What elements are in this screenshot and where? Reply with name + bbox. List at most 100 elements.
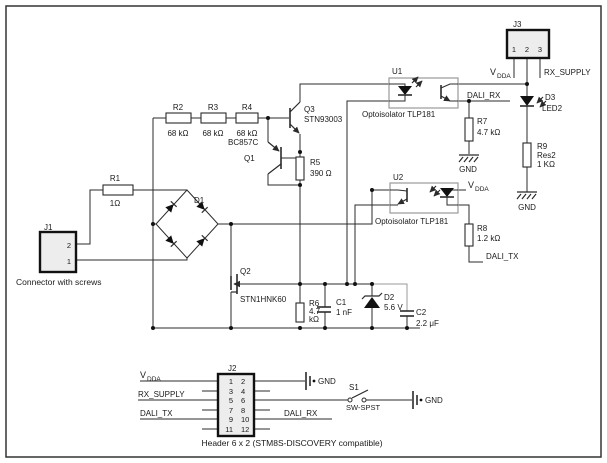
resistor-r3: R3 68 kΩ — [200, 103, 227, 138]
capacitor-c2: C2 2.2 μF — [400, 308, 439, 328]
transistor-q3: Q3 STN93003 — [289, 101, 343, 134]
j2-pin-10: 10 — [241, 415, 249, 424]
j2-pin-4: 4 — [241, 387, 245, 396]
c2-ref: C2 — [416, 308, 427, 317]
q3-ref: Q3 — [304, 105, 315, 114]
r8-ref: R8 — [477, 224, 488, 233]
resistor-r8: R8 1.2 kΩ — [464, 223, 500, 247]
vdda-label-j3: V DDA — [490, 67, 511, 80]
c1-ref: C1 — [336, 298, 347, 307]
gnd-label-r7: GND — [459, 165, 477, 174]
q2-part: STN1HNK60 — [240, 295, 287, 304]
diode-d2: D2 5.6 V — [361, 292, 403, 312]
u2-ref: U2 — [393, 173, 404, 182]
j2-ref: J2 — [228, 364, 237, 373]
j2-pin-3: 3 — [229, 387, 233, 396]
j1-pin-2: 2 — [67, 241, 71, 250]
j2-pin-12: 12 — [241, 425, 249, 434]
transistor-q2: Q2 STN1HNK60 — [230, 267, 287, 304]
resistor-r2: R2 68 kΩ — [165, 103, 192, 138]
q1-part: BC857C — [228, 138, 258, 147]
j3-pin-2: 2 — [525, 45, 529, 54]
resistor-r7: R7 4.7 kΩ — [464, 117, 500, 142]
transistor-q1: BC857C Q1 — [228, 138, 282, 175]
j2-pin-1: 1 — [229, 377, 233, 386]
gnd-symbol-r7: GND — [458, 154, 479, 174]
u1-label: Optoisolator TLP181 — [362, 110, 436, 119]
j2-pin-5: 5 — [229, 396, 233, 405]
j3-ref: J3 — [513, 20, 522, 29]
connector-j3: J3 1 2 3 — [505, 20, 551, 60]
dali-rx-label-u1: DALI_RX — [467, 91, 501, 100]
optoisolator-u2: U2 Optoisolator TLP181 — [375, 173, 459, 226]
s1-ref: S1 — [349, 383, 359, 392]
rx-supply-label-j2: RX_SUPPLY — [138, 390, 185, 399]
resistor-r1: R1 1Ω — [102, 174, 134, 208]
j2-pin-11: 11 — [225, 425, 233, 434]
u2-label: Optoisolator TLP181 — [375, 217, 449, 226]
r9-ref: R9 — [537, 142, 548, 151]
j1-pin-1: 1 — [67, 257, 71, 266]
svg-text:V: V — [468, 180, 474, 190]
q2-ref: Q2 — [240, 267, 251, 276]
r4-ref: R4 — [242, 103, 253, 112]
r1-ref: R1 — [110, 174, 121, 183]
resistor-r6: R6 4.7 kΩ — [295, 299, 321, 324]
j1-body — [38, 230, 78, 274]
j2-pin-9: 9 — [229, 415, 233, 424]
svg-text:DDA: DDA — [497, 73, 511, 80]
gnd-label-s1: GND — [425, 396, 443, 405]
bridge-rectifier-d1: D1 — [155, 189, 219, 259]
j1-ref: J1 — [44, 223, 53, 232]
r1-value: 1Ω — [110, 199, 120, 208]
c2-value: 2.2 μF — [416, 319, 439, 328]
vdda-label-j2: V DDA — [140, 370, 161, 383]
r9-type: Res2 — [537, 151, 556, 160]
r7-ref: R7 — [477, 117, 488, 126]
switch-s1: S1 SW-SPST — [346, 383, 380, 412]
rx-supply-label-j3: RX_SUPPLY — [544, 68, 591, 77]
q3-part: STN93003 — [304, 115, 343, 124]
j2-body — [216, 372, 256, 438]
svg-text:V: V — [490, 67, 496, 77]
gnd-label-r9: GND — [518, 203, 536, 212]
d2-value: 5.6 V — [384, 303, 403, 312]
page-border — [5, 5, 602, 458]
gnd-symbol-j2: GND — [305, 372, 336, 390]
s1-type: SW-SPST — [346, 403, 380, 412]
r2-value: 68 kΩ — [167, 129, 188, 138]
j2-pin-7: 7 — [229, 406, 233, 415]
d3-type: LED2 — [542, 104, 563, 113]
j2-pin-2: 2 — [241, 377, 245, 386]
r3-ref: R3 — [208, 103, 219, 112]
u1-ref: U1 — [392, 67, 403, 76]
diode-d3-led: D3 LED2 — [520, 93, 563, 113]
connector-j2: J2 1 3 5 7 9 11 2 4 6 8 10 12 Header 6 x… — [201, 364, 382, 448]
svg-text:DDA: DDA — [147, 376, 161, 383]
r4-value: 68 kΩ — [236, 129, 257, 138]
q1-ref: Q1 — [244, 154, 255, 163]
vdda-label-u2: V DDA — [468, 180, 489, 193]
d2-ref: D2 — [384, 293, 395, 302]
d3-ref: D3 — [545, 93, 556, 102]
r9-value: 1 KΩ — [537, 160, 555, 169]
resistor-r5: R5 390 Ω — [295, 156, 332, 181]
gnd-symbol-s1: GND — [412, 391, 443, 409]
svg-text:V: V — [140, 370, 146, 380]
j3-pin-1: 1 — [512, 45, 516, 54]
gnd-symbol-r9: GND — [516, 191, 537, 212]
r7-value: 4.7 kΩ — [477, 128, 500, 137]
d1-ref: D1 — [194, 196, 205, 205]
r3-value: 68 kΩ — [202, 129, 223, 138]
svg-text:DDA: DDA — [475, 186, 489, 193]
r5-ref: R5 — [310, 158, 321, 167]
c1-value: 1 nF — [336, 308, 352, 317]
gnd-label-j2: GND — [318, 377, 336, 386]
r6-ref: R6 — [309, 299, 320, 308]
junction-dots — [151, 82, 529, 330]
r8-value: 1.2 kΩ — [477, 234, 500, 243]
j2-pin-6: 6 — [241, 396, 245, 405]
j3-pin-3: 3 — [538, 45, 542, 54]
j1-caption: Connector with screws — [16, 277, 102, 287]
